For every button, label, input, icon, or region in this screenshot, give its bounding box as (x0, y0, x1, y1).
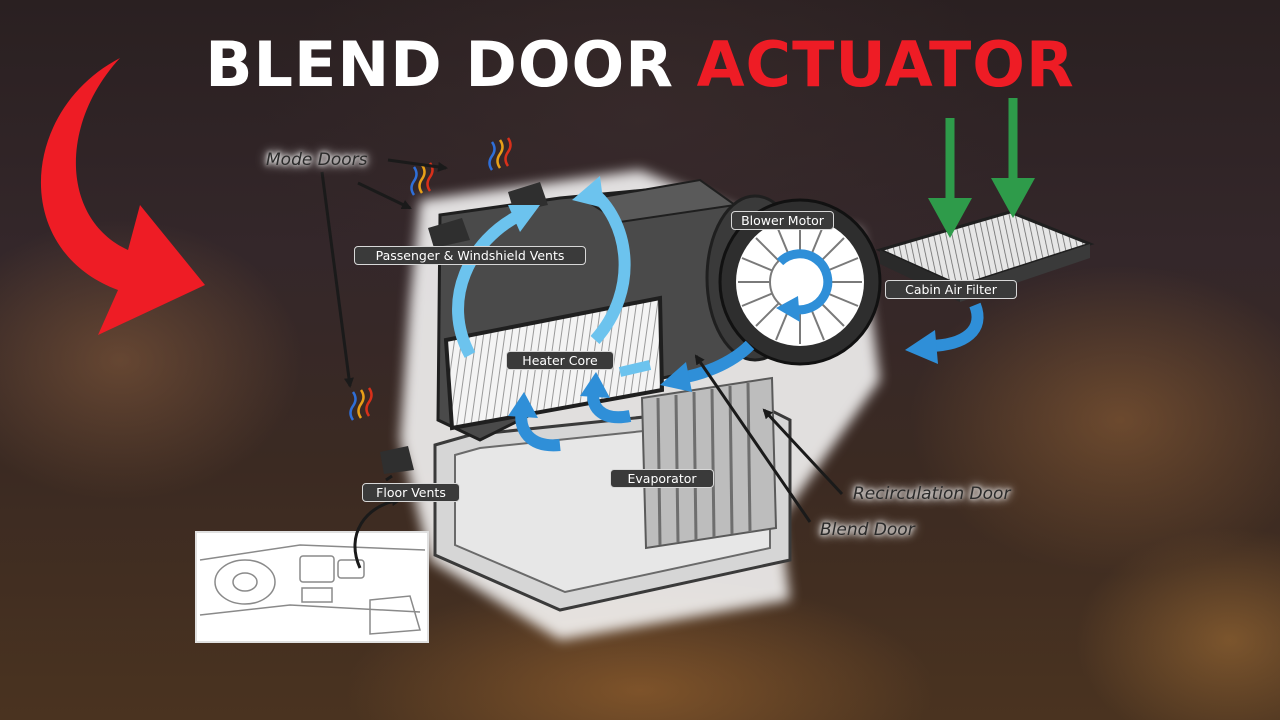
label-evaporator: Evaporator (610, 469, 714, 488)
page-title: BLEND DOOR ACTUATOR (0, 34, 1280, 96)
fresh-air-arrows (928, 98, 1035, 238)
blower-motor (705, 194, 882, 366)
label-floor-vents: Floor Vents (362, 483, 460, 502)
title-part-red: ACTUATOR (696, 28, 1075, 101)
label-cabin-air-filter: Cabin Air Filter (885, 280, 1017, 299)
airflow-arrows (452, 176, 984, 452)
heat-waves-icon (349, 137, 512, 421)
pointer-arrows (320, 158, 844, 569)
label-blower-motor: Blower Motor (731, 211, 834, 230)
label-mode-doors: Mode Doors (266, 150, 368, 170)
label-recirculation-door: Recirculation Door (853, 484, 1011, 504)
mode-door-vents (380, 182, 548, 474)
title-part-white: BLEND DOOR (205, 28, 674, 101)
label-blend-door: Blend Door (820, 520, 915, 540)
label-passenger-windshield-vents: Passenger & Windshield Vents (354, 246, 586, 265)
curved-red-arrow-icon (40, 58, 206, 335)
label-heater-core: Heater Core (506, 351, 614, 370)
dashboard-sketch-icon (195, 531, 429, 643)
evaporator-fins (640, 376, 778, 550)
